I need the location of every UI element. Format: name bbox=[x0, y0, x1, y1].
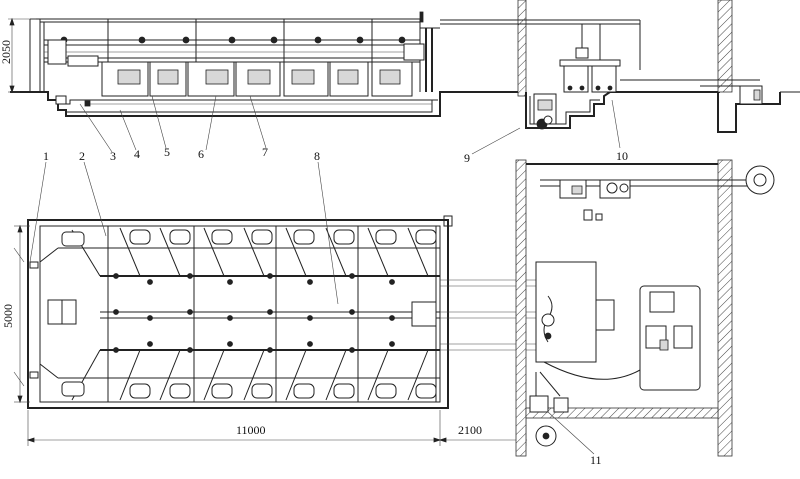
callout-3: 3 bbox=[110, 149, 116, 163]
callout-6: 6 bbox=[198, 147, 204, 161]
callout-2: 2 bbox=[79, 149, 85, 163]
callout-10: 10 bbox=[616, 149, 628, 163]
pump-unit-plan bbox=[529, 371, 569, 447]
callout-8: 8 bbox=[314, 149, 320, 163]
elevation-view: 2050 bbox=[0, 0, 800, 155]
equipment-room-plan bbox=[535, 179, 701, 391]
dimension-11000: 11000 bbox=[26, 410, 442, 446]
dim-gap-length-label: 2100 bbox=[458, 423, 482, 437]
dim-elevation-height-label: 2050 bbox=[0, 40, 13, 64]
callout-9: 9 bbox=[464, 151, 470, 165]
vacuum-pump-unit bbox=[533, 93, 557, 130]
feeders-bottom bbox=[61, 381, 437, 399]
dimension-2100: 2100 bbox=[438, 410, 528, 446]
plan-view: 5000 11000 2100 bbox=[1, 159, 775, 457]
callout-5: 5 bbox=[164, 145, 170, 159]
elevation-leaders bbox=[79, 95, 621, 155]
plan-leaders bbox=[29, 161, 595, 455]
dim-plan-length-label: 11000 bbox=[236, 423, 266, 437]
callout-labels: 1 2 3 4 5 6 7 8 9 10 11 bbox=[43, 145, 628, 467]
callout-7: 7 bbox=[262, 145, 268, 159]
milking-stall-units bbox=[101, 61, 413, 97]
callout-1: 1 bbox=[43, 149, 49, 163]
callout-4: 4 bbox=[134, 147, 140, 161]
callout-11: 11 bbox=[590, 453, 602, 467]
plan-posts bbox=[107, 226, 437, 402]
dimension-5000: 5000 bbox=[1, 224, 30, 404]
dimension-2050: 2050 bbox=[0, 17, 36, 94]
stall-dividers-bottom bbox=[71, 349, 429, 401]
milk-tank-unit bbox=[559, 24, 621, 93]
milk-cooling-tank-plan bbox=[745, 165, 775, 195]
feeders-top bbox=[61, 229, 437, 247]
stall-dividers-top bbox=[71, 227, 429, 277]
dim-plan-width-label: 5000 bbox=[1, 304, 15, 328]
milking-clusters-plan bbox=[113, 273, 395, 353]
